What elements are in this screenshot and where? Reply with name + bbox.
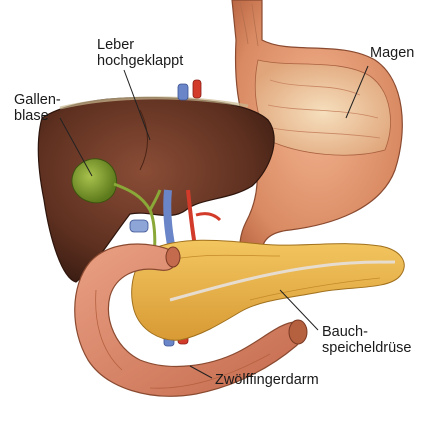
leader-lines	[59, 65, 369, 379]
gallbladder-label-line1: Gallen-	[14, 92, 61, 108]
gallbladder-label: Gallen- blase	[14, 92, 61, 124]
stomach-label: Magen	[370, 45, 415, 61]
gallbladder-label-line2: blase	[14, 108, 49, 124]
liver-label-line2: hochgeklappt	[97, 53, 184, 69]
leader-line-duodenum	[189, 365, 213, 379]
pancreas-label-line2: speicheldrüse	[322, 340, 412, 356]
leader-line-pancreas	[279, 289, 319, 331]
duodenum-label: Zwölffingerdarm	[215, 372, 319, 388]
leader-line-stomach	[345, 65, 369, 119]
leader-line-liver	[123, 69, 151, 141]
leader-line-gallbladder	[59, 117, 93, 177]
pancreas-label: Bauch- speicheldrüse	[322, 324, 411, 356]
pancreas-label-line1: Bauch-	[322, 324, 368, 340]
duodenum	[74, 243, 308, 397]
liver-label: Leber hochgeklappt	[97, 37, 183, 69]
liver-label-line1: Leber	[97, 37, 135, 53]
liver	[37, 96, 275, 283]
